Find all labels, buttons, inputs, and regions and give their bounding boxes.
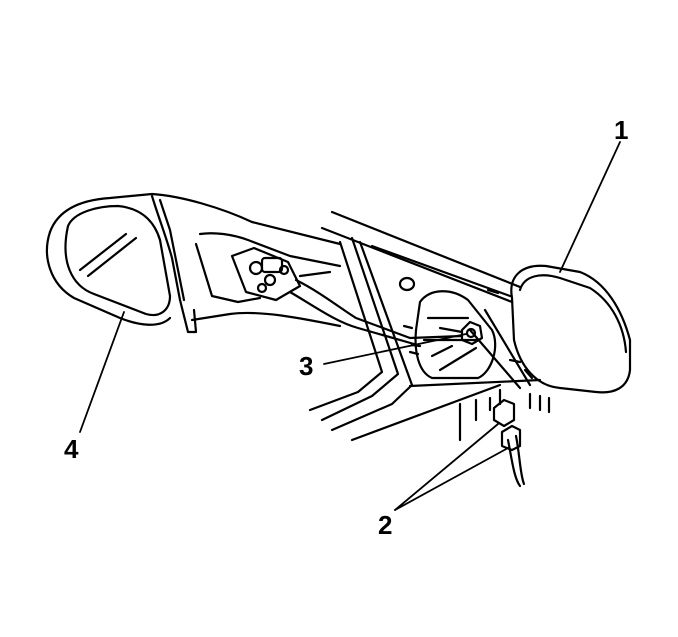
callout-4: 4 — [64, 434, 79, 464]
mirror-glass — [510, 264, 632, 394]
callout-3: 3 — [299, 351, 314, 381]
leader-lines — [79, 141, 621, 511]
mounting-nut — [438, 320, 484, 346]
callout-2: 2 — [378, 510, 393, 540]
electrical-plug — [492, 398, 522, 452]
wiring-connector — [230, 246, 464, 346]
callout-1: 1 — [614, 115, 629, 145]
mirror-housing — [46, 192, 342, 334]
door-panel — [308, 210, 551, 488]
